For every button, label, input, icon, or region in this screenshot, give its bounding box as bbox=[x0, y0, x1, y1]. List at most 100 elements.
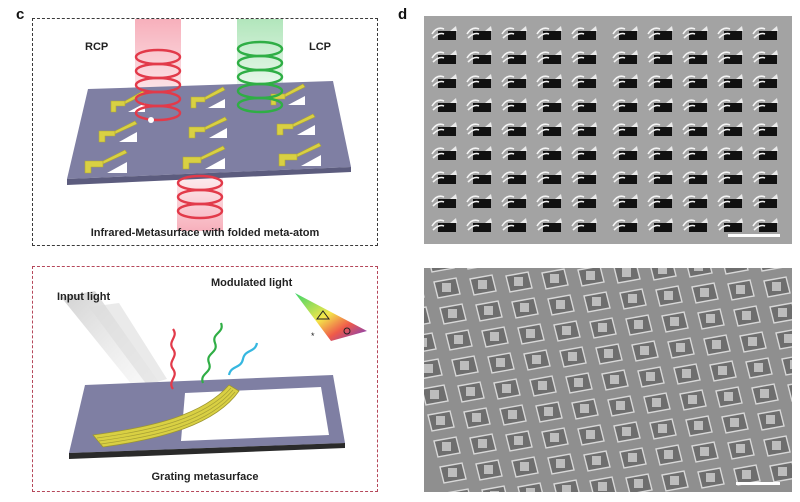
sem-bottom-array bbox=[424, 268, 792, 492]
sem-meta-atom bbox=[717, 74, 743, 88]
sem-grating-cell bbox=[667, 337, 695, 359]
sem-meta-atom bbox=[717, 146, 743, 160]
sem-meta-atom bbox=[501, 98, 527, 112]
sem-grating-cell bbox=[424, 384, 449, 406]
sem-grating-cell bbox=[691, 441, 719, 463]
sem-meta-atom bbox=[571, 218, 597, 232]
sem-meta-atom bbox=[501, 122, 527, 136]
sem-meta-atom bbox=[501, 194, 527, 208]
sem-meta-atom bbox=[466, 50, 492, 64]
sem-meta-atom bbox=[431, 50, 457, 64]
sem-meta-atom bbox=[571, 98, 597, 112]
sem-grating-cell bbox=[424, 306, 431, 325]
sem-meta-atom bbox=[612, 74, 638, 88]
sem-grating-cell bbox=[571, 398, 599, 420]
sem-grating-cell bbox=[517, 482, 543, 492]
sem-grating-cell bbox=[433, 277, 461, 299]
sem-grating-cell bbox=[553, 479, 580, 492]
color-gamut-icon bbox=[295, 293, 367, 341]
sem-meta-atom bbox=[501, 50, 527, 64]
sem-grating-cell bbox=[427, 410, 455, 432]
sem-meta-atom bbox=[536, 122, 562, 136]
sem-meta-atom bbox=[717, 122, 743, 136]
sem-grating-cell bbox=[475, 459, 503, 481]
sem-grating-cell bbox=[493, 378, 521, 400]
sem-meta-atom bbox=[466, 170, 492, 184]
sem-meta-atom bbox=[571, 194, 597, 208]
sem-meta-atom bbox=[466, 218, 492, 232]
transmitted-helix bbox=[176, 174, 224, 220]
sem-meta-atom bbox=[466, 26, 492, 40]
sem-grating-cell bbox=[547, 453, 575, 475]
panel-label-c: c bbox=[16, 6, 25, 23]
sem-grating-cell bbox=[631, 340, 659, 362]
infrared-metasurface-frame: RCP LCP Infrared-Metasurface with folded… bbox=[32, 18, 378, 246]
sem-grating-cell bbox=[424, 358, 443, 379]
sem-grating-cell bbox=[535, 401, 563, 423]
red-wave bbox=[170, 328, 176, 390]
sem-grating-cell bbox=[547, 294, 575, 316]
sem-grating-cell bbox=[649, 418, 677, 440]
sem-grating-cell bbox=[505, 271, 533, 293]
sem-grating-cell bbox=[673, 363, 701, 385]
sem-grating-cell bbox=[637, 366, 665, 388]
sem-grating-cell bbox=[583, 450, 611, 472]
sem-grating-cell bbox=[697, 467, 725, 489]
sem-meta-atom bbox=[682, 146, 708, 160]
sem-grating-cell bbox=[625, 473, 653, 492]
sem-meta-atom bbox=[536, 146, 562, 160]
sem-meta-atom bbox=[431, 74, 457, 88]
sem-grating-cell bbox=[589, 317, 617, 339]
sem-meta-atom bbox=[501, 218, 527, 232]
sem-grating-cell bbox=[595, 343, 623, 365]
sem-grating-cell bbox=[577, 268, 605, 287]
sem-meta-atom bbox=[717, 98, 743, 112]
sem-meta-atom bbox=[501, 170, 527, 184]
meta-atom-array bbox=[84, 83, 322, 174]
sem-meta-atom bbox=[682, 74, 708, 88]
sem-grating-cell bbox=[487, 352, 515, 374]
sem-meta-atom bbox=[466, 74, 492, 88]
sem-grating-cell bbox=[505, 430, 533, 452]
sem-meta-atom bbox=[431, 122, 457, 136]
sem-grating-cell bbox=[559, 346, 587, 368]
sem-meta-atom bbox=[466, 98, 492, 112]
sem-grating-cell bbox=[619, 447, 647, 469]
sem-grating-cell bbox=[475, 300, 503, 322]
sem-grating-cell bbox=[447, 488, 470, 492]
sem-meta-atom bbox=[431, 194, 457, 208]
grating-metasurface-illustration: * bbox=[61, 291, 367, 459]
sem-grating-cell bbox=[769, 461, 792, 483]
sem-meta-atom bbox=[571, 50, 597, 64]
sem-grating-cell bbox=[733, 305, 761, 327]
sem-meta-atom bbox=[536, 26, 562, 40]
sem-grating-cell bbox=[541, 268, 569, 290]
sem-grating-cell bbox=[457, 381, 485, 403]
sem-grating-cell bbox=[523, 349, 551, 371]
sem-grating-cell bbox=[757, 409, 785, 431]
fold-shadows bbox=[107, 96, 321, 173]
sem-meta-atom bbox=[752, 98, 778, 112]
sem-grating-cell bbox=[433, 436, 461, 458]
infrared-metasurface-caption: Infrared-Metasurface with folded meta-at… bbox=[90, 227, 320, 239]
scale-bar-top bbox=[728, 234, 780, 237]
sem-grating-cell bbox=[517, 323, 545, 345]
sem-meta-atom bbox=[717, 218, 743, 232]
sem-meta-atom bbox=[717, 50, 743, 64]
sem-meta-atom bbox=[431, 98, 457, 112]
infrared-metasurface-illustration bbox=[67, 19, 351, 231]
sem-meta-atom bbox=[717, 194, 743, 208]
sem-grating-cell bbox=[625, 314, 653, 336]
sem-grating-cell bbox=[424, 332, 437, 352]
sem-grating-cell bbox=[769, 302, 792, 324]
panel-label-d: d bbox=[398, 6, 408, 23]
sem-grating-cell bbox=[685, 415, 713, 437]
sem-grating-cell bbox=[763, 276, 791, 298]
sem-grating-cell bbox=[703, 334, 731, 356]
sem-meta-atom bbox=[647, 50, 673, 64]
sem-meta-atom bbox=[612, 122, 638, 136]
modulated-light-label: Modulated light bbox=[211, 277, 293, 289]
sem-grating-cell bbox=[481, 485, 507, 492]
sem-grating-cell bbox=[619, 288, 647, 310]
sem-grating-cell bbox=[607, 395, 635, 417]
